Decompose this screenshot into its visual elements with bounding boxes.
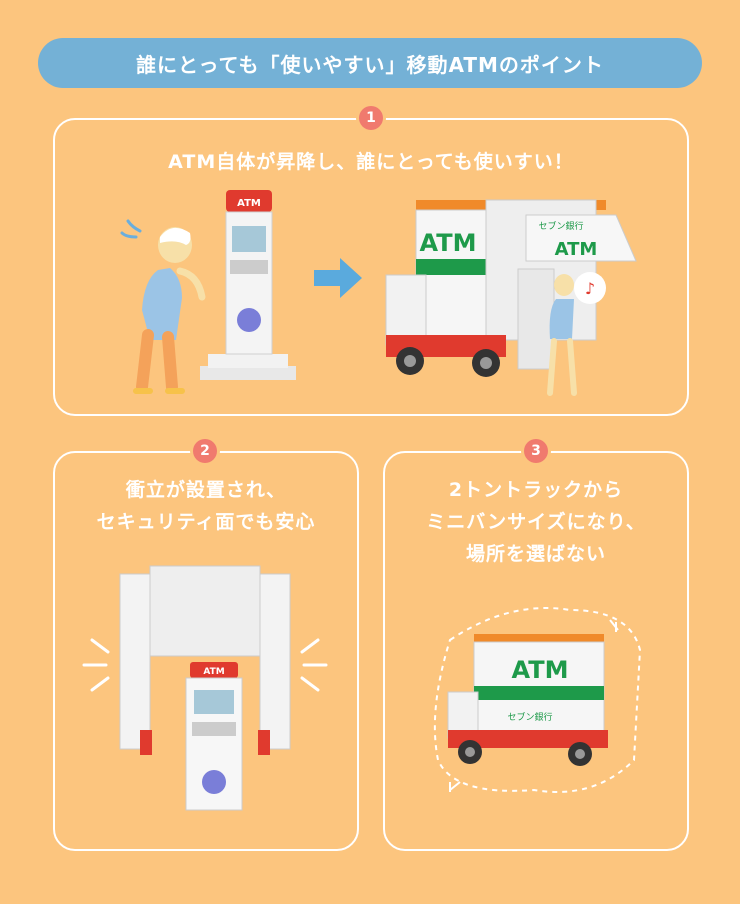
atm-partition-illustration: ATM bbox=[82, 565, 328, 811]
mobile-atm-truck-illustration: ATM ATM セブン銀行 ♪ bbox=[385, 199, 637, 396]
standard-atm-illustration: ATM bbox=[200, 190, 296, 380]
standard-atm-sign: ATM bbox=[237, 198, 261, 209]
page-title: 誰にとっても「使いやすい」移動ATMのポイント bbox=[38, 38, 702, 88]
point-3-line-1: 2トントラックから bbox=[448, 479, 624, 501]
point-1-text: ATM自体が昇降し、誰にとっても使いすい！ bbox=[53, 146, 689, 178]
van-atm-sign: ATM bbox=[512, 656, 569, 684]
point-3-line-2: ミニバンサイズになり、 bbox=[426, 511, 646, 533]
point-2-line-2: セキュリティ面でも安心 bbox=[96, 511, 316, 533]
arrow-right-icon bbox=[314, 258, 362, 298]
elderly-person-illustration bbox=[120, 219, 206, 394]
awning-atm-sign: ATM bbox=[555, 239, 598, 260]
van-bank-name: セブン銀行 bbox=[507, 711, 552, 723]
partition-atm-sign: ATM bbox=[203, 667, 224, 677]
truck-bank-name: セブン銀行 bbox=[538, 220, 583, 232]
point-2-text: 衝立が設置され、 セキュリティ面でも安心 bbox=[53, 474, 359, 538]
music-note-icon: ♪ bbox=[585, 279, 595, 298]
point-3-text: 2トントラックから ミニバンサイズになり、 場所を選ばない bbox=[383, 474, 689, 570]
point-2-badge: 2 bbox=[190, 436, 220, 466]
point-3-line-3: 場所を選ばない bbox=[465, 543, 606, 565]
compact-van-illustration: ATM セブン銀行 bbox=[433, 607, 642, 793]
point-2-line-1: 衝立が設置され、 bbox=[125, 479, 287, 501]
point-3-badge: 3 bbox=[521, 436, 551, 466]
point-1-line-1: ATM自体が昇降し、誰にとっても使いすい！ bbox=[168, 151, 574, 173]
truck-atm-sign: ATM bbox=[420, 229, 477, 257]
point-1-badge: 1 bbox=[356, 103, 386, 133]
